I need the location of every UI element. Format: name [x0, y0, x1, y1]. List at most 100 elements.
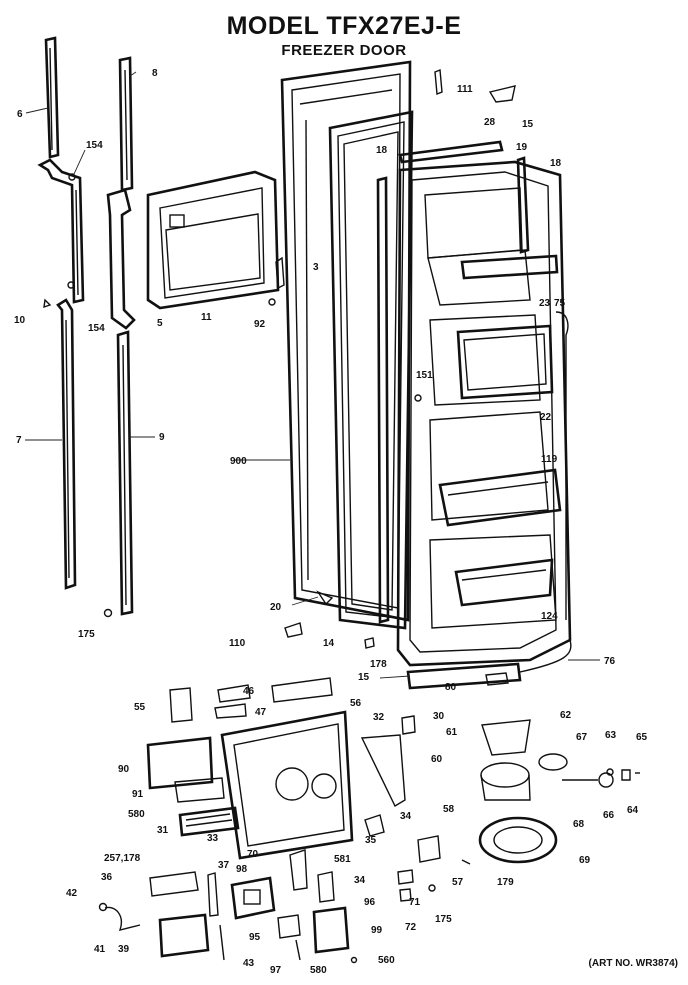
part-61 [481, 719, 531, 756]
part-80 [485, 672, 509, 686]
part-label-43: 61 [446, 727, 458, 738]
part-46 [217, 684, 251, 703]
part-label-44: 60 [431, 754, 443, 765]
part-label-12: 900 [230, 456, 247, 467]
clip-10 [43, 298, 52, 309]
part-label-52: 34 [400, 811, 412, 822]
art-number: (ART NO. WR3874) [588, 958, 678, 969]
part-label-58: 179 [497, 877, 514, 888]
part-label-61: 37 [218, 860, 230, 871]
part-label-70: 97 [270, 965, 282, 976]
rail-18-right [516, 156, 530, 254]
part-110 [284, 622, 303, 638]
part-label-34: 47 [255, 707, 267, 718]
part-label-21: 18 [550, 158, 562, 169]
part-label-10: 3 [313, 262, 319, 273]
part-label-19: 19 [516, 142, 528, 153]
part-label-4: 154 [88, 323, 105, 334]
auger-69 [478, 816, 558, 864]
part-96 [317, 871, 335, 903]
part-label-24: 151 [416, 370, 433, 381]
part-70 [289, 849, 308, 891]
part-label-57: 57 [452, 877, 464, 888]
screw-151 [414, 394, 422, 402]
leader-lines [25, 71, 600, 679]
part-label-25: 22 [540, 412, 552, 423]
part-label-22: 23 [539, 298, 551, 309]
part-57 [417, 835, 441, 863]
part-label-17: 28 [484, 117, 496, 128]
door-bin-124 [454, 558, 554, 607]
part-64 [621, 769, 631, 781]
part-label-60: 257,178 [104, 853, 141, 864]
part-label-6: 7 [16, 435, 22, 446]
part-label-18: 15 [522, 119, 534, 130]
bracket-60 [360, 734, 406, 807]
rail-15-top [398, 140, 504, 164]
part-label-42: 30 [433, 711, 445, 722]
screw-154-lower [67, 281, 75, 289]
part-label-31: 76 [604, 656, 616, 667]
trim-strip-6 [44, 36, 60, 159]
part-label-23: 75 [554, 298, 566, 309]
wire-75 [555, 311, 569, 620]
motor-68 [480, 762, 531, 801]
part-36 [149, 871, 199, 897]
part-label-38: 91 [132, 789, 144, 800]
part-35 [364, 814, 385, 837]
screw-154-upper [68, 173, 76, 181]
part-95 [277, 914, 301, 939]
part-label-66: 41 [94, 944, 106, 955]
part-label-62: 36 [101, 872, 113, 883]
part-label-74: 72 [405, 922, 417, 933]
part-label-40: 31 [157, 825, 169, 836]
part-label-20: 18 [376, 145, 388, 156]
drip-tray-31 [178, 806, 240, 837]
trim-strip-8 [118, 56, 134, 192]
harness-41 [104, 906, 141, 931]
screw-175-lower [428, 884, 436, 892]
part-99 [312, 906, 350, 954]
diagram-subtitle: FREEZER DOOR [281, 42, 407, 59]
door-strip-18 [376, 176, 390, 624]
door-bin-119 [438, 468, 562, 527]
trim-strip-7 [56, 298, 77, 590]
part-560 [350, 956, 358, 964]
access-panel-11 [146, 170, 280, 310]
part-71 [397, 869, 414, 885]
dispenser-cover-22 [456, 324, 554, 400]
control-panel-90 [146, 736, 214, 790]
part-label-71: 580 [310, 965, 327, 976]
part-label-36: 32 [373, 712, 385, 723]
part-label-50: 66 [603, 810, 615, 821]
part-label-11: 92 [254, 319, 266, 330]
part-label-3: 10 [14, 315, 26, 326]
part-label-41: 33 [207, 833, 219, 844]
trim-strip-5 [106, 188, 136, 330]
part-label-8: 175 [78, 629, 95, 640]
part-42 [98, 902, 108, 912]
part-label-9: 11 [201, 312, 212, 323]
part-label-72: 96 [364, 897, 376, 908]
screw-179 [461, 859, 471, 865]
part-30 [401, 715, 416, 735]
part-label-59: 69 [579, 855, 591, 866]
part-label-14: 110 [229, 638, 246, 649]
part-label-13: 20 [270, 602, 282, 613]
part-label-49: 64 [627, 805, 639, 816]
part-43 [219, 924, 225, 961]
part-label-68: 43 [243, 958, 255, 969]
part-label-2: 154 [86, 140, 103, 151]
part-label-29: 15 [358, 672, 370, 683]
part-111 [434, 69, 443, 95]
part-label-16: 111 [457, 84, 473, 95]
part-label-53: 35 [365, 835, 377, 846]
wire-76 [519, 639, 572, 673]
outer-door-900 [280, 60, 412, 622]
part-label-63: 98 [236, 864, 248, 875]
part-91 [174, 777, 225, 803]
part-label-67: 39 [118, 944, 130, 955]
part-label-69: 95 [249, 932, 261, 943]
